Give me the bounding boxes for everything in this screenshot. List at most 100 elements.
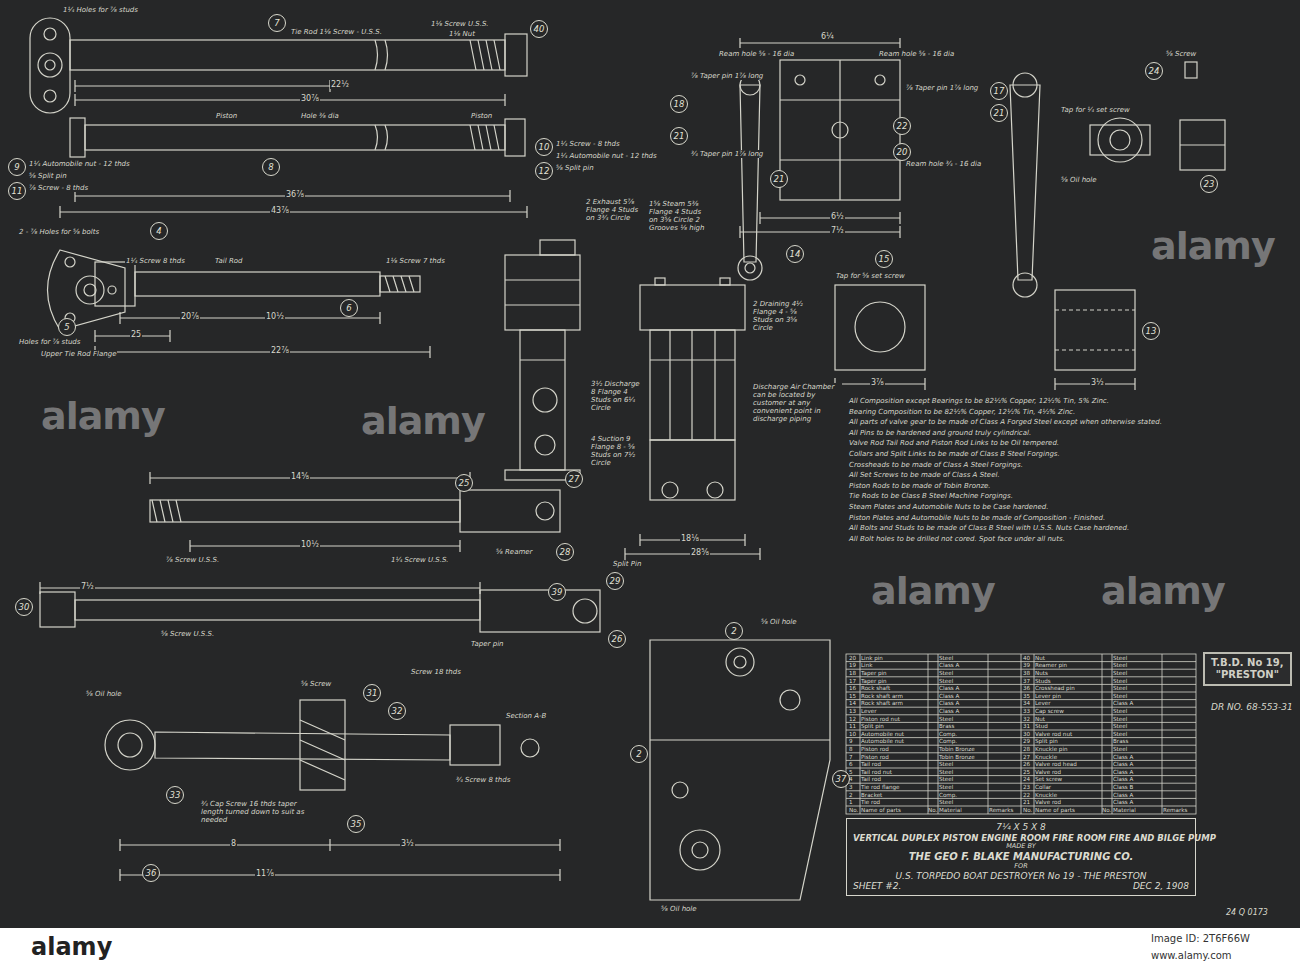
table-cell: Lever pin [1035, 693, 1061, 699]
callout-text: 25 [459, 478, 470, 488]
callout-number: 39 [548, 583, 566, 601]
table-cell: 16 [849, 685, 856, 691]
callout-text: 6 [346, 303, 351, 313]
title-text: SHEET #2. [853, 881, 901, 892]
table-cell: Steel [939, 678, 953, 684]
table-cell: Nut [1035, 716, 1045, 722]
stamp-text: T.B.D. No 19, [1211, 657, 1284, 669]
annotation: 1¼ Holes for ⅞ studs [62, 6, 139, 14]
annotation: 3½ Discharge 8 Flange 4 Studs on 6¼ Circ… [590, 380, 644, 412]
annotation: 24 Q 0173 [1225, 908, 1269, 917]
table-cell: Comp. [939, 792, 957, 798]
table-cell: Steel [1113, 708, 1127, 714]
callout-number: 25 [455, 474, 473, 492]
callout-number: 18 [670, 95, 688, 113]
table-cell: Steel [1113, 655, 1127, 661]
callout-number: 2 [725, 622, 743, 640]
watermark: alamy [1100, 570, 1226, 614]
callout-number: 8 [262, 158, 280, 176]
callout-text: 30 [19, 602, 30, 612]
callout-text: 21 [994, 108, 1005, 118]
table-cell: Class A [1113, 700, 1133, 706]
annotation: Ream hole ¾ - 16 dia [905, 160, 982, 168]
callout-text: 15 [879, 254, 890, 264]
table-cell: 34 [1023, 700, 1030, 706]
table-cell: 8 [849, 746, 853, 752]
callout-number: 13 [1142, 322, 1160, 340]
table-cell: Rock shaft arm [861, 693, 903, 699]
note-text: Piston Plates and Automobile Nuts to be … [848, 514, 1106, 522]
note-text: Crossheads to be made of Class A Steel F… [848, 461, 1024, 469]
dimension: 20⅞ [180, 312, 200, 321]
table-cell: 39 [1023, 662, 1030, 668]
table-cell: 18 [849, 670, 856, 676]
annotation: Split Pin [612, 560, 642, 568]
table-cell: No. [849, 807, 858, 813]
table-cell: 40 [1023, 655, 1030, 661]
table-cell: Class A [939, 693, 959, 699]
valve-rods [40, 472, 600, 632]
table-cell: No. [1102, 807, 1111, 813]
table-cell: Tie rod [861, 799, 880, 805]
table-cell: Stud [1035, 723, 1048, 729]
callout-text: 22 [897, 121, 908, 131]
table-cell: Cap screw [1035, 708, 1064, 714]
table-cell: Valve rod [1035, 799, 1061, 805]
annotation: Tail Rod [214, 257, 244, 265]
callout-number: 27 [565, 470, 583, 488]
dimension: 11⅞ [255, 869, 275, 878]
callout-text: 29 [610, 576, 621, 586]
title-text: DEC 2, 1908 [1133, 881, 1189, 892]
callout-number: 11 [8, 182, 26, 200]
annotation: 2 Draining 4½ Flange 4 - ⅝ Studs on 3⅝ C… [752, 300, 809, 332]
credit-text: www.alamy.com [1150, 950, 1233, 962]
callout-text: 4 [156, 226, 161, 236]
table-cell: Remarks [1163, 807, 1187, 813]
table-cell: Comp. [939, 738, 957, 744]
callout-number: 24 [1145, 62, 1163, 80]
dimension: 3½ [1090, 378, 1105, 387]
note-text: Collars and Split Links to be made of Cl… [848, 450, 1061, 458]
callout-number: 32 [388, 702, 406, 720]
callout-text: 11 [12, 186, 23, 196]
annotation: 1¼ Screw U.S.S. [390, 556, 450, 564]
annotation: ¾ Cap Screw 16 thds taper length turned … [200, 800, 312, 824]
callout-text: 31 [367, 688, 378, 698]
table-cell: Class A [1113, 761, 1133, 767]
callout-text: 2 [731, 626, 736, 636]
note-text: Bearing Composition to be 82½% Copper, 1… [848, 408, 1076, 416]
dimension: 30⅞ [300, 94, 320, 103]
table-cell: Tail rod [861, 776, 881, 782]
tie-rod [30, 18, 527, 113]
table-cell: Valve rod [1035, 769, 1061, 775]
dimension: 18⅛ [680, 534, 700, 543]
callout-text: 8 [268, 162, 273, 172]
callout-text: 21 [774, 174, 785, 184]
table-cell: 28 [1023, 746, 1030, 752]
title-text: 7¼ X 5 X 8 [853, 822, 1189, 833]
callout-text: 7 [274, 18, 279, 28]
callout-number: 36 [142, 864, 160, 882]
table-cell: Steel [1113, 693, 1127, 699]
callout-text: 18 [674, 99, 685, 109]
note-text: All Pins to be hardened and ground truly… [848, 429, 1032, 437]
table-cell: Steel [939, 670, 953, 676]
dimension: 8 [230, 839, 237, 848]
table-cell: Rock shaft arm [861, 700, 903, 706]
annotation: Piston [215, 112, 238, 120]
table-cell: 23 [1023, 784, 1030, 790]
annotation: ⅝ Oil hole [1060, 176, 1098, 184]
dimension: 22½ [330, 80, 350, 89]
callout-number: 29 [606, 572, 624, 590]
annotation: Screw 18 thds [410, 668, 462, 676]
callout-number: 7 [268, 14, 286, 32]
annotation: Tie Rod 1⅛ Screw - U.S.S. [290, 28, 383, 36]
table-cell: Piston rod [861, 754, 889, 760]
annotation: Upper Tie Rod Flange [40, 350, 117, 358]
callout-number: 26 [608, 630, 626, 648]
table-cell: Steel [939, 769, 953, 775]
table-cell: 30 [1023, 731, 1030, 737]
dimension: 6¼ [820, 32, 835, 41]
callout-text: 26 [612, 634, 623, 644]
table-cell: Lever [1035, 700, 1051, 706]
